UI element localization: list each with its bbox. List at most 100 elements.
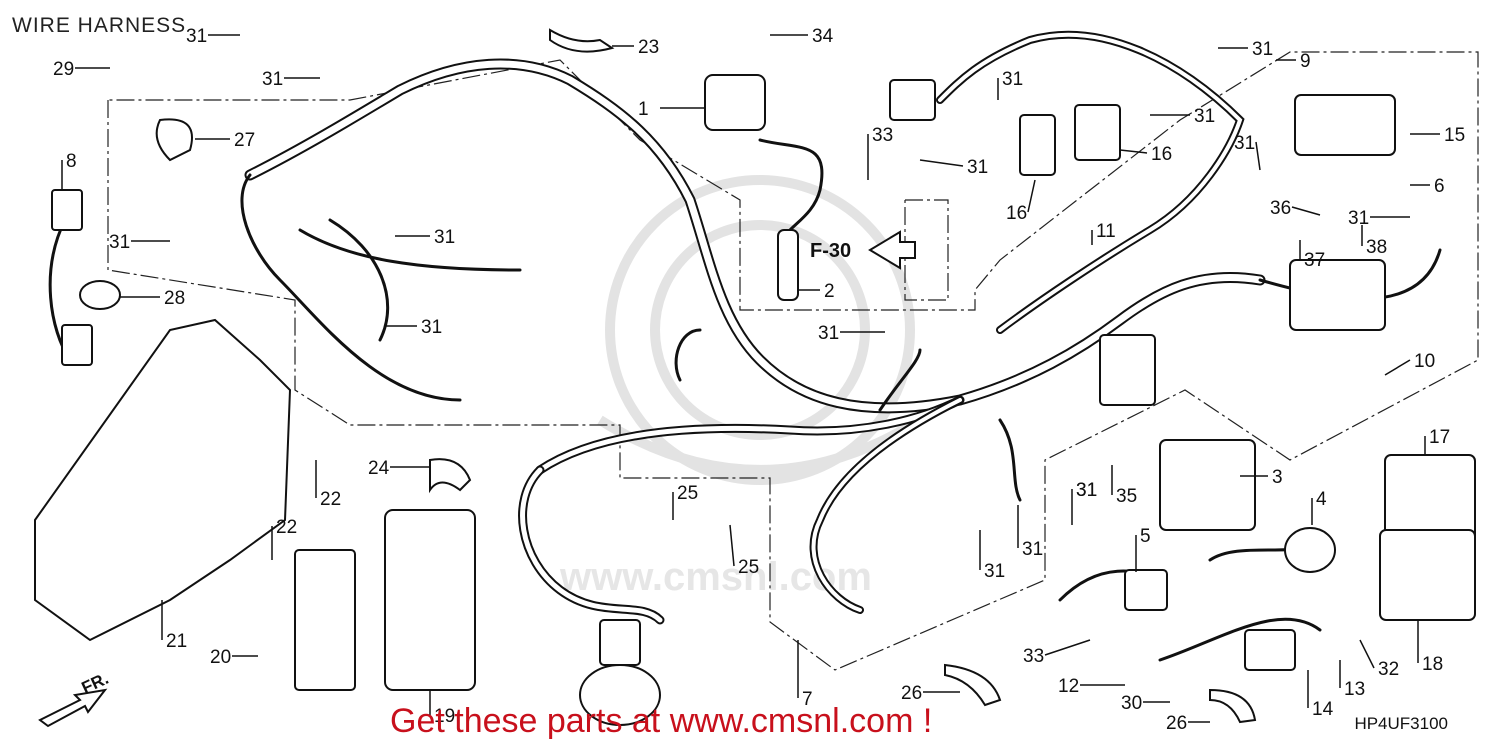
- condenser: [1284, 527, 1336, 573]
- plug-cap: [777, 229, 799, 301]
- callout-c31b: 31: [262, 69, 283, 90]
- relay-16a: [1019, 114, 1056, 176]
- ground-box: [1099, 334, 1156, 406]
- section-ref-label: F-30: [810, 240, 851, 262]
- callout-c36: 36: [1270, 198, 1291, 219]
- connector-8b: [61, 324, 93, 366]
- fuse-panel: [1289, 259, 1386, 331]
- callout-c2: 2: [824, 281, 835, 302]
- leader-line-c31i: [1255, 141, 1261, 171]
- callout-c23: 23: [638, 37, 659, 58]
- callout-c17: 17: [1429, 427, 1450, 448]
- callout-c31p: 31: [1076, 480, 1097, 501]
- connector-9: [889, 79, 936, 121]
- leader-line-c10: [1384, 359, 1411, 376]
- grommet-28: [79, 280, 121, 310]
- band-24: [429, 458, 472, 494]
- callout-c31e: 31: [421, 317, 442, 338]
- ignition-coil: [704, 74, 766, 131]
- callout-c3: 3: [1272, 467, 1283, 488]
- callout-c31f: 31: [1002, 69, 1023, 90]
- leader-line-c16a: [1027, 179, 1036, 213]
- callout-c26a: 26: [901, 683, 922, 704]
- callout-c31c: 31: [109, 232, 130, 253]
- callout-c38: 38: [1366, 237, 1387, 258]
- front-direction-arrow: FR.: [38, 669, 112, 728]
- callout-c32: 32: [1378, 659, 1399, 680]
- callout-c37: 37: [1304, 250, 1325, 271]
- callout-c28: 28: [164, 288, 185, 309]
- leader-line-c36: [1291, 206, 1321, 216]
- callout-c6: 6: [1434, 176, 1445, 197]
- callout-c31g: 31: [1194, 106, 1215, 127]
- relay-14: [1244, 629, 1296, 671]
- callout-c13: 13: [1344, 679, 1365, 700]
- callout-c5: 5: [1140, 526, 1151, 547]
- callout-c31k: 31: [818, 323, 839, 344]
- band-27: [155, 118, 193, 162]
- relay-5: [1124, 569, 1168, 611]
- callout-c22a: 22: [320, 489, 341, 510]
- relay-16b: [1074, 104, 1121, 161]
- leader-line-c31h: [919, 159, 964, 167]
- callout-c24: 24: [368, 458, 390, 479]
- callout-c25b: 25: [738, 557, 759, 578]
- band-26b: [1209, 688, 1257, 724]
- module-19: [384, 509, 476, 691]
- callout-c7: 7: [802, 689, 813, 710]
- callout-c18: 18: [1422, 654, 1443, 675]
- callout-c10: 10: [1414, 351, 1435, 372]
- callout-c29: 29: [53, 59, 74, 80]
- group-frames: [107, 51, 1479, 671]
- callout-c21: 21: [166, 631, 187, 652]
- main-harness: [48, 30, 1442, 662]
- diagram-code: HP4UF3100: [1354, 714, 1448, 733]
- callout-c11: 11: [1096, 221, 1116, 242]
- callout-c34: 34: [812, 26, 834, 47]
- callout-c9: 9: [1300, 51, 1311, 72]
- diagram-title: WIRE HARNESS: [12, 14, 187, 37]
- callout-c35: 35: [1116, 486, 1137, 507]
- leader-line-c25b: [729, 524, 735, 567]
- callout-c31d: 31: [434, 227, 455, 248]
- regulator-rectifier: [1159, 439, 1256, 531]
- band-26a: [944, 663, 1002, 707]
- section-ref-arrow: F-30: [810, 230, 916, 270]
- watermark-logo: [597, 175, 923, 485]
- fuse-box: [1294, 94, 1396, 156]
- callout-c31h: 31: [967, 157, 988, 178]
- callout-c31n: 31: [984, 561, 1005, 582]
- callout-c12: 12: [1058, 676, 1079, 697]
- connector-8: [51, 189, 83, 231]
- callout-c31l: 31: [1076, 480, 1097, 501]
- connector-lower: [599, 619, 641, 666]
- bracket-20: [294, 549, 356, 691]
- callout-c16b: 16: [1151, 144, 1172, 165]
- callout-c31m: 31: [1022, 539, 1043, 560]
- leader-line-c32: [1359, 639, 1375, 669]
- callout-c14: 14: [1312, 699, 1334, 720]
- callout-c15: 15: [1444, 125, 1465, 146]
- leader-line-c16b: [1119, 149, 1148, 154]
- callout-c1: 1: [638, 99, 649, 120]
- callout-c30: 30: [1121, 693, 1142, 714]
- callout-c33a: 33: [872, 125, 893, 146]
- callout-c22b: 22: [276, 517, 297, 538]
- callout-c25a: 25: [677, 483, 698, 504]
- callout-c26b: 26: [1166, 713, 1187, 734]
- cover-21: [34, 318, 292, 642]
- callout-c8: 8: [66, 151, 77, 172]
- callout-c33b: 33: [1023, 646, 1044, 667]
- leader-line-c33b: [1044, 639, 1091, 656]
- callout-c4: 4: [1316, 489, 1327, 510]
- parts: [34, 28, 1476, 726]
- callout-c31j: 31: [1348, 208, 1369, 229]
- callout-c31o: 31: [1252, 39, 1273, 60]
- callout-c19: 19: [434, 706, 455, 727]
- promo-banner[interactable]: Get these parts at www.cmsnl.com !: [390, 702, 933, 740]
- callout-c31a: 31: [186, 26, 207, 47]
- callout-c16a: 16: [1006, 203, 1027, 224]
- callout-c20: 20: [210, 647, 231, 668]
